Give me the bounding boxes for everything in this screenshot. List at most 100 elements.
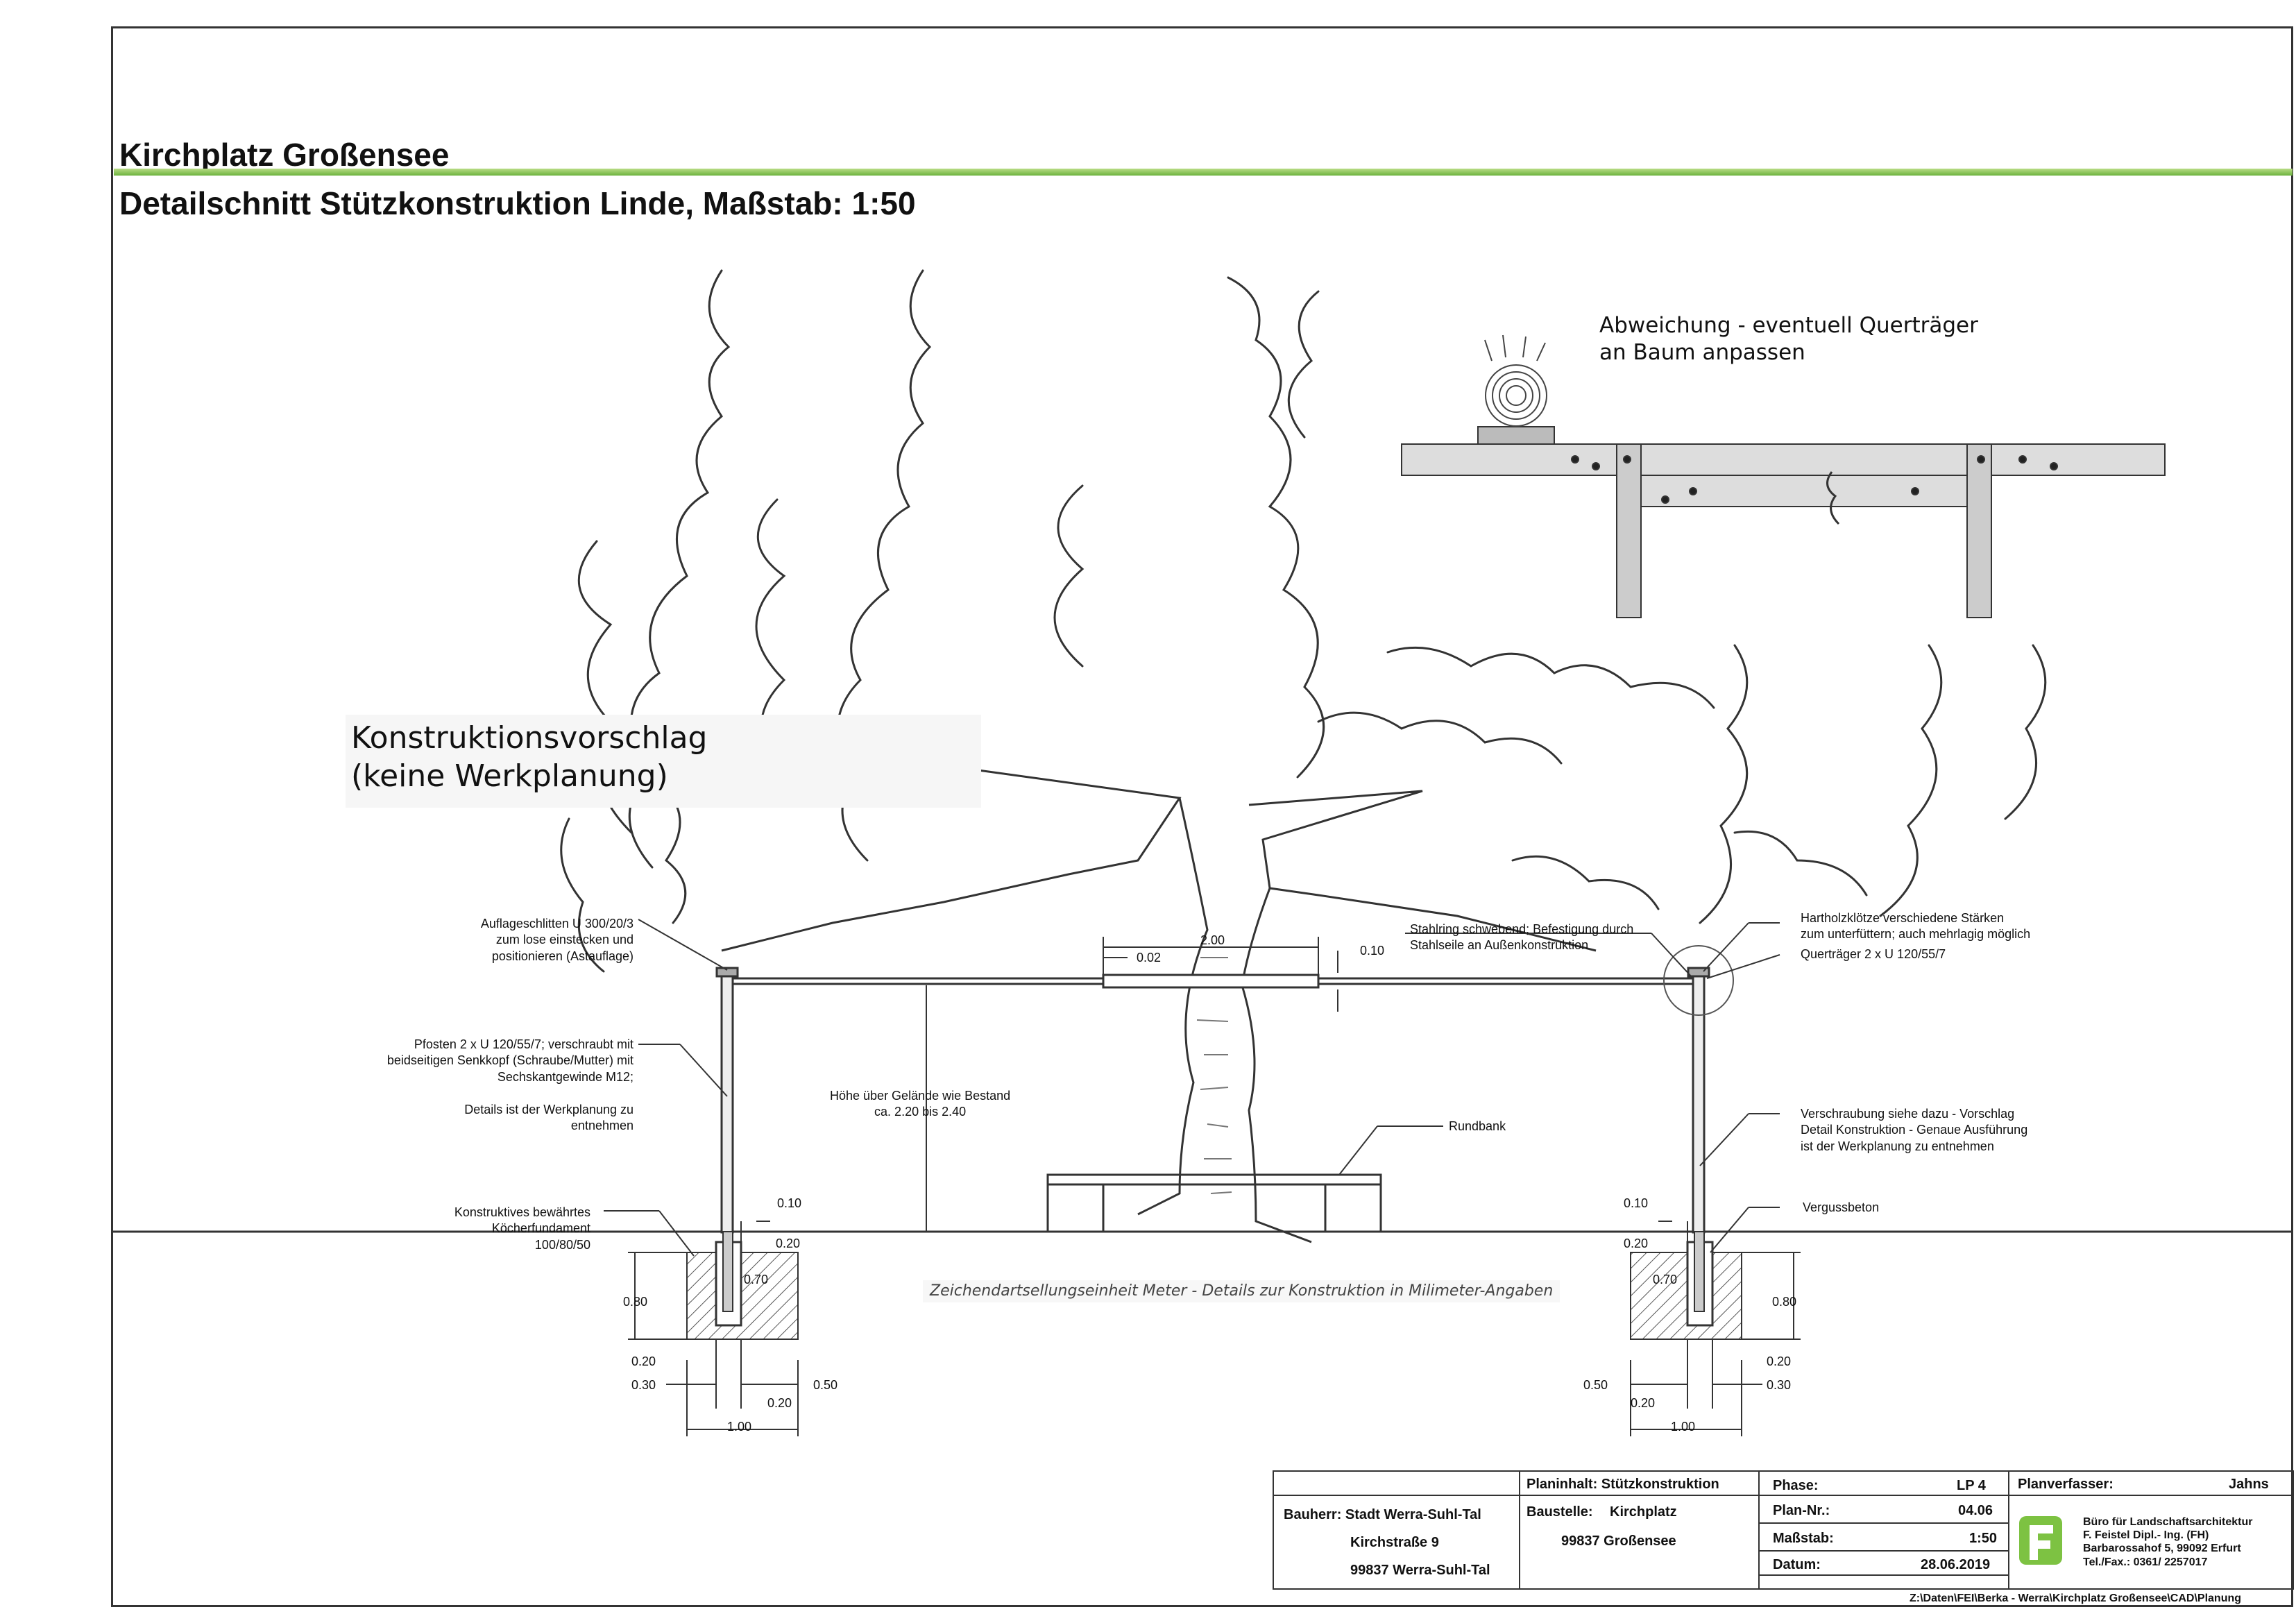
round-bench [1046, 1173, 1382, 1233]
label-hoehe: Höhe über Gelände wie Bestand ca. 2.20 b… [830, 1088, 1010, 1121]
label-verschraubung-line2: Detail Konstruktion - Genaue Ausführung [1801, 1123, 2028, 1137]
detail-title: Detailschnitt Stützkonstruktion Linde, M… [119, 185, 916, 221]
tb-datum: 28.06.2019 [1921, 1557, 1991, 1572]
dim-0-10-top: 0.10 [1360, 944, 1385, 958]
dim-2-00: 2.00 [1200, 933, 1225, 947]
tb-datum-label: Datum: [1773, 1557, 1821, 1572]
label-stahlring: Stahlring schwebend; Befestigung durch S… [1410, 921, 1633, 954]
tb-bauherr-city: 99837 Werra-Suhl-Tal [1350, 1563, 1490, 1578]
tb-planverfasser: Jahns [2229, 1477, 2269, 1492]
tb-office-line1: Büro für Landschaftsarchitektur [2083, 1516, 2253, 1528]
dim-right-1-00: 1.00 [1671, 1420, 1696, 1434]
tb-baustelle-label: Baustelle: [1527, 1504, 1593, 1520]
tb-baustelle: Kirchplatz [1610, 1504, 1677, 1520]
left-foundation [686, 1231, 799, 1340]
dim-right-0-20-top: 0.20 [1624, 1237, 1649, 1250]
tb-bauherr-street: Kirchstraße 9 [1350, 1535, 1439, 1550]
proposal-note: Konstruktionsvorschlag (keine Werkplanun… [346, 715, 981, 808]
deviation-note-line1: Abweichung - eventuell Querträger [1599, 313, 1978, 338]
tb-massstab: 1:50 [1969, 1531, 1998, 1546]
tb-plannr-label: Plan-Nr.: [1773, 1503, 1830, 1518]
tb-office-line3: Barbarossahof 5, 99092 Erfurt [2083, 1543, 2241, 1555]
label-hartholz: Hartholzklötze verschiedene Stärken zum … [1801, 910, 2030, 943]
label-pfosten: Pfosten 2 x U 120/55/7; verschraubt mit … [387, 1037, 633, 1085]
label-fundament-line1: Konstruktives bewährtes [454, 1205, 590, 1219]
dim-right-0-50: 0.50 [1583, 1378, 1608, 1392]
label-pfosten-line3: Sechskantgewinde M12; [497, 1069, 633, 1084]
dim-0-02: 0.02 [1137, 951, 1162, 965]
dim-left-0-10: 0.10 [777, 1196, 802, 1210]
cross-beam [722, 974, 1700, 989]
dim-left-0-50: 0.50 [813, 1378, 838, 1392]
proposal-note-line1: Konstruktionsvorschlag [351, 720, 708, 756]
tree-crown [560, 269, 2047, 973]
label-verschraubung-line1: Verschraubung siehe dazu - Vorschlag [1801, 1107, 2015, 1121]
label-details-line1: Details ist der Werkplanung zu [464, 1103, 633, 1116]
dim-left-0-70: 0.70 [744, 1273, 769, 1286]
tb-baustelle-city: 99837 Großensee [1561, 1533, 1676, 1549]
dim-left-1-00: 1.00 [727, 1420, 752, 1434]
tb-massstab-label: Maßstab: [1773, 1531, 1834, 1546]
tb-office: Büro für Landschaftsarchitektur F. Feist… [2083, 1515, 2252, 1569]
dim-right-0-70: 0.70 [1653, 1273, 1678, 1286]
tb-phase-label: Phase: [1773, 1478, 1819, 1493]
tb-planverfasser-label: Planverfasser: [2018, 1477, 2114, 1492]
label-fundament-line2: Köcherfundament [491, 1221, 590, 1236]
dim-right-0-20-b: 0.20 [1631, 1396, 1656, 1410]
tb-office-line2: F. Feistel Dipl.- Ing. (FH) [2083, 1529, 2209, 1542]
label-auflage-line2: zum lose einstecken und [495, 933, 633, 947]
title-block-grid [1273, 1470, 2294, 1590]
dim-right-0-10: 0.10 [1624, 1196, 1649, 1210]
dim-right-0-30: 0.30 [1767, 1378, 1792, 1392]
label-stahlring-line1: Stahlring schwebend; Befestigung durch [1410, 922, 1634, 936]
label-fundament-line3: 100/80/50 [534, 1237, 590, 1252]
tb-phase: LP 4 [1957, 1478, 1986, 1493]
left-post [715, 967, 739, 1234]
sheet-frame [111, 26, 2293, 1607]
label-quertraeger: Querträger 2 x U 120/55/7 [1801, 947, 1946, 961]
deviation-note: Abweichung - eventuell Querträger an Bau… [1599, 312, 2085, 366]
dim-left-0-20-top: 0.20 [776, 1237, 801, 1250]
project-title: Kirchplatz Großensee [119, 137, 450, 173]
label-pfosten-line1: Pfosten 2 x U 120/55/7; verschraubt mit [414, 1037, 633, 1051]
label-rundbank: Rundbank [1449, 1119, 1506, 1133]
tb-planinhalt: Planinhalt: Stützkonstruktion [1527, 1477, 1719, 1492]
leader-lines [604, 919, 1780, 1257]
tb-plannr: 04.06 [1958, 1503, 1993, 1518]
dim-left-0-30: 0.30 [631, 1378, 656, 1392]
label-verschraubung: Verschraubung siehe dazu - Vorschlag Det… [1801, 1106, 2027, 1155]
label-stahlring-line2: Stahlseile an Außenkonstruktion [1410, 938, 1589, 953]
right-post [1663, 945, 1734, 1234]
label-auflage-line3: positionieren (Astauflage) [491, 949, 633, 963]
label-hoehe-line1: Höhe über Gelände wie Bestand [830, 1089, 1011, 1103]
dim-left-0-20-b: 0.20 [767, 1396, 792, 1410]
label-verschraubung-line3: ist der Werkplanung zu entnehmen [1801, 1139, 1994, 1153]
dimension-lines [628, 937, 1801, 1436]
dim-right-0-20: 0.20 [1767, 1354, 1792, 1368]
units-note: Zeichendartsellungseinheit Meter - Detai… [923, 1280, 1561, 1302]
label-hartholz-line1: Hartholzklötze verschiedene Stärken [1801, 911, 2005, 925]
label-auflage: Auflageschlitten U 300/20/3 zum lose ein… [481, 916, 633, 965]
label-pfosten-line2: beidseitigen Senkkopf (Schraube/Mutter) … [386, 1053, 633, 1068]
label-verguss: Vergussbeton [1803, 1200, 1880, 1214]
label-details: Details ist der Werkplanung zu entnehmen [464, 1102, 633, 1135]
proposal-note-line2: (keine Werkplanung) [351, 758, 668, 794]
dim-left-0-20: 0.20 [631, 1354, 656, 1368]
dim-right-0-80: 0.80 [1772, 1295, 1797, 1309]
office-logo-icon [2019, 1516, 2062, 1565]
label-hoehe-line2: ca. 2.20 bis 2.40 [874, 1105, 967, 1119]
deviation-detail [1401, 334, 2166, 618]
tb-file-path: Z:\Daten\FEI\Berka - Werra\Kirchplatz Gr… [1910, 1592, 2242, 1604]
title-accent-bar [114, 169, 2293, 176]
label-auflage-line1: Auflageschlitten U 300/20/3 [480, 917, 633, 931]
label-details-line2: entnehmen [570, 1119, 633, 1133]
dim-left-0-80: 0.80 [623, 1295, 648, 1309]
tb-bauherr: Bauherr: Stadt Werra-Suhl-Tal [1284, 1507, 1481, 1522]
label-hartholz-line2: zum unterfüttern; auch mehrlagig möglich [1801, 927, 2031, 942]
label-fundament: Konstruktives bewährtes Köcherfundament … [454, 1205, 590, 1253]
deviation-note-line2: an Baum anpassen [1599, 339, 1805, 365]
tb-office-line4: Tel./Fax.: 0361/ 2257017 [2083, 1556, 2208, 1568]
right-foundation [1630, 1231, 1742, 1340]
